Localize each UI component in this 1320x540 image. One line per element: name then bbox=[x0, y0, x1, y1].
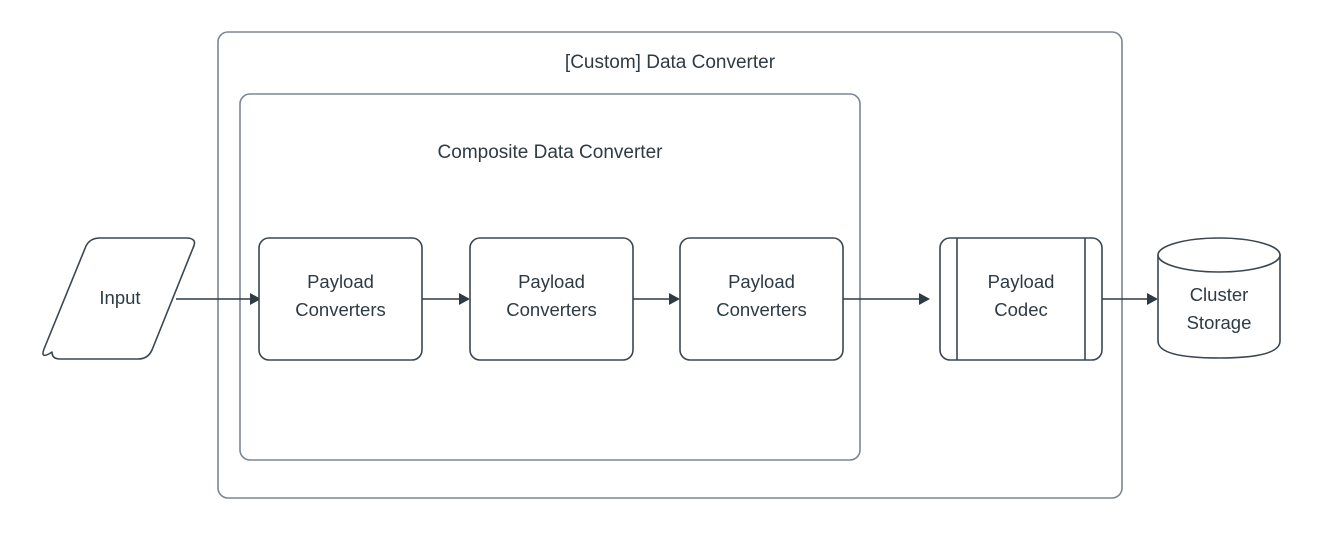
payload-converters-1-label-line2: Converters bbox=[295, 299, 385, 320]
edge-payload-converters-2-to-3 bbox=[633, 293, 680, 305]
cluster-storage-body bbox=[1157, 254, 1281, 359]
input-parallelogram bbox=[42, 237, 196, 360]
payload-converters-2-label-line1: Payload bbox=[518, 271, 585, 292]
payload-converters-2-label-line2: Converters bbox=[506, 299, 596, 320]
edge-payload-converters-3-to-payload-codec bbox=[843, 293, 930, 305]
node-payload-converters-1[interactable]: Payload Converters bbox=[258, 237, 423, 361]
arrow-head-icon bbox=[919, 293, 930, 305]
payload-converters-3-label-line2: Converters bbox=[716, 299, 806, 320]
custom-data-converter-title: [Custom] Data Converter bbox=[565, 52, 776, 73]
payload-codec-label-line1: Payload bbox=[988, 271, 1055, 292]
arrow-head-icon bbox=[669, 293, 680, 305]
edge-input-to-payload-converters-1 bbox=[176, 293, 261, 305]
cluster-storage-top bbox=[1157, 237, 1281, 273]
arrow-head-icon bbox=[459, 293, 470, 305]
payload-converters-1-label-line1: Payload bbox=[307, 271, 374, 292]
input-label: Input bbox=[99, 287, 140, 308]
cluster-storage-label-line2: Storage bbox=[1187, 312, 1252, 333]
cluster-storage-label-line1: Cluster bbox=[1190, 284, 1249, 305]
node-cluster-storage[interactable]: Cluster Storage bbox=[1157, 237, 1281, 359]
node-payload-codec[interactable]: Payload Codec bbox=[939, 237, 1103, 361]
edge-payload-converters-1-to-2 bbox=[422, 293, 470, 305]
node-payload-converters-3[interactable]: Payload Converters bbox=[679, 237, 844, 361]
payload-codec-label-line2: Codec bbox=[994, 299, 1047, 320]
edge-payload-codec-to-cluster-storage bbox=[1102, 293, 1158, 305]
node-payload-converters-2[interactable]: Payload Converters bbox=[469, 237, 634, 361]
arrow-head-icon bbox=[1147, 293, 1158, 305]
payload-converters-3-label-line1: Payload bbox=[728, 271, 795, 292]
composite-data-converter-title: Composite Data Converter bbox=[438, 142, 664, 163]
node-input[interactable]: Input bbox=[42, 237, 196, 360]
arrow-head-icon bbox=[250, 293, 261, 305]
